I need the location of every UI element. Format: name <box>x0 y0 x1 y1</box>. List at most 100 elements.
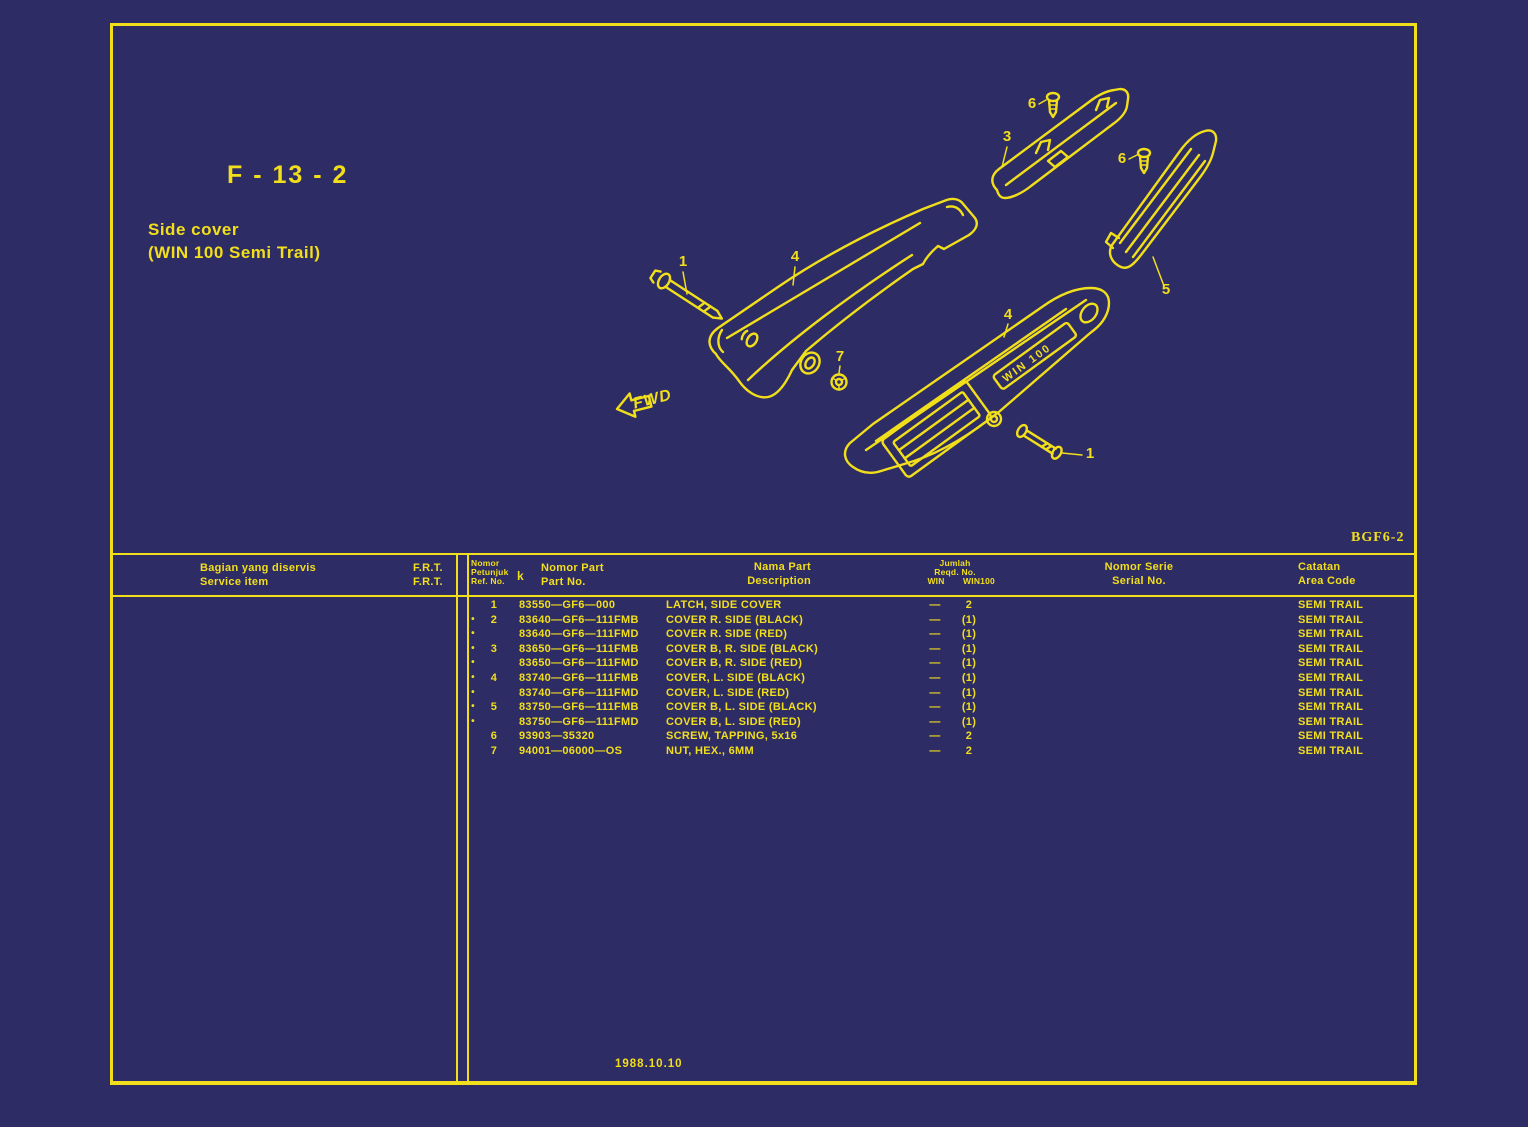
ref-no-cell: 2 <box>490 613 498 626</box>
header-part-en: Part No. <box>541 576 586 588</box>
interchange-mark: • <box>471 657 475 669</box>
header-ref-id2: Petunjuk <box>471 567 509 577</box>
table-body: 1 83550—GF6—000 LATCH, SIDE COVER — 2 SE… <box>113 599 1414 760</box>
qty-win-cell: — <box>929 715 941 728</box>
table-row: • 83750—GF6—111FMD COVER B, L. SIDE (RED… <box>113 716 1414 731</box>
qty-win100-cell: (1) <box>961 628 977 641</box>
page-subtitle: (WIN 100 Semi Trail) <box>148 243 321 262</box>
table-row: 7 94001—06000—OS NUT, HEX., 6MM — 2 SEMI… <box>113 745 1414 760</box>
qty-win-cell: — <box>929 642 941 655</box>
description-cell: LATCH, SIDE COVER <box>666 599 782 611</box>
part-no-cell: 94001—06000—OS <box>519 744 623 757</box>
qty-win-cell: — <box>929 613 941 626</box>
interchange-mark: • <box>471 715 475 727</box>
table-row: • 83640—GF6—111FMD COVER R. SIDE (RED) —… <box>113 628 1414 643</box>
header-ref-id1: Nomor <box>471 558 500 568</box>
description-cell: COVER B, L. SIDE (RED) <box>666 715 801 728</box>
qty-win-cell: — <box>929 628 941 641</box>
column-divider <box>456 555 469 1083</box>
qty-win-cell: — <box>929 671 941 684</box>
part-no-cell: 83650—GF6—111FMD <box>519 657 639 670</box>
description-cell: COVER B, L. SIDE (BLACK) <box>666 701 817 714</box>
interchange-mark: • <box>471 642 475 654</box>
area-code-cell: SEMI TRAIL <box>1298 715 1364 728</box>
part-no-cell: 83550—GF6—000 <box>519 599 616 611</box>
qty-win100-cell: (1) <box>961 686 977 699</box>
part-no-cell: 93903—35320 <box>519 730 595 743</box>
description-cell: COVER, L. SIDE (BLACK) <box>666 671 806 684</box>
header-ref-en: Ref. No. <box>471 576 505 586</box>
header-serial-en: Serial No. <box>1112 575 1166 587</box>
qty-win100-cell: (1) <box>961 715 977 728</box>
part-no-cell: 83740—GF6—111FMD <box>519 686 639 699</box>
header-qty-col-win: WIN <box>927 576 945 586</box>
figure-code: F - 13 - 2 <box>227 161 349 189</box>
part-no-cell: 83740—GF6—111FMB <box>519 671 639 684</box>
ref-no-cell: 7 <box>490 744 498 757</box>
qty-win-cell: — <box>929 701 941 714</box>
part-no-cell: 83640—GF6—111FMD <box>519 628 639 641</box>
part-no-cell: 83750—GF6—111FMB <box>519 701 639 714</box>
qty-win100-cell: 2 <box>965 744 973 757</box>
qty-win100-cell: (1) <box>961 642 977 655</box>
header-name-en: Description <box>747 575 811 587</box>
description-cell: SCREW, TAPPING, 5x16 <box>666 730 798 743</box>
ref-no-cell: 4 <box>490 671 498 684</box>
qty-win-cell: — <box>929 686 941 699</box>
ref-no-cell: 5 <box>490 701 498 714</box>
header-frt-1: F.R.T. <box>413 562 443 574</box>
area-code-cell: SEMI TRAIL <box>1298 744 1364 757</box>
description-cell: COVER B, R. SIDE (RED) <box>666 657 803 670</box>
area-code-cell: SEMI TRAIL <box>1298 730 1364 743</box>
qty-win100-cell: 2 <box>965 730 973 743</box>
table-row: • 3 83650—GF6—111FMB COVER B, R. SIDE (B… <box>113 643 1414 658</box>
description-cell: COVER R. SIDE (BLACK) <box>666 613 804 626</box>
qty-win100-cell: (1) <box>961 701 977 714</box>
table-row: • 83650—GF6—111FMD COVER B, R. SIDE (RED… <box>113 657 1414 672</box>
parts-table: Bagian yang diservis Service item F.R.T.… <box>113 553 1414 1083</box>
area-code-cell: SEMI TRAIL <box>1298 613 1364 626</box>
header-part-id: Nomor Part <box>541 562 604 574</box>
table-row: • 83740—GF6—111FMD COVER, L. SIDE (RED) … <box>113 687 1414 702</box>
header-qty-id: Jumlah <box>939 558 971 568</box>
area-code-cell: SEMI TRAIL <box>1298 642 1364 655</box>
qty-win-cell: — <box>929 730 941 743</box>
area-code-cell: SEMI TRAIL <box>1298 701 1364 714</box>
ref-no-cell: 6 <box>490 730 498 743</box>
qty-win100-cell: (1) <box>961 613 977 626</box>
table-row: 1 83550—GF6—000 LATCH, SIDE COVER — 2 SE… <box>113 599 1414 614</box>
header-name-id: Nama Part <box>753 561 811 573</box>
page-title: Side cover <box>148 220 239 239</box>
qty-win-cell: — <box>929 657 941 670</box>
description-cell: COVER, L. SIDE (RED) <box>666 686 790 699</box>
doc-ref-code: BGF6-2 <box>1351 530 1405 545</box>
area-code-cell: SEMI TRAIL <box>1298 686 1364 699</box>
header-stray-mark: k <box>517 569 524 583</box>
header-qty-en: Reqd. No. <box>934 567 976 577</box>
qty-win100-cell: (1) <box>961 657 977 670</box>
qty-win100-cell: 2 <box>965 599 973 611</box>
header-note-id: Catatan <box>1298 561 1341 573</box>
area-code-cell: SEMI TRAIL <box>1298 628 1364 641</box>
part-no-cell: 83640—GF6—111FMB <box>519 613 639 626</box>
description-cell: COVER R. SIDE (RED) <box>666 628 788 641</box>
qty-win-cell: — <box>929 599 941 611</box>
header-service-item-id: Bagian yang diservis <box>200 562 317 574</box>
interchange-mark: • <box>471 613 475 625</box>
header-note-en: Area Code <box>1298 575 1356 587</box>
header-service-item-en: Service item <box>200 576 269 588</box>
header-frt-2: F.R.T. <box>413 576 443 588</box>
qty-win100-cell: (1) <box>961 671 977 684</box>
ref-no-cell: 3 <box>490 642 498 655</box>
interchange-mark: • <box>471 628 475 640</box>
header-serial-id: Nomor Serie <box>1104 561 1174 573</box>
print-date: 1988.10.10 <box>615 1058 683 1070</box>
page-frame: F - 13 - 2 Side cover (WIN 100 Semi Trai… <box>110 23 1417 1085</box>
part-no-cell: 83750—GF6—111FMD <box>519 715 639 728</box>
description-cell: NUT, HEX., 6MM <box>666 744 754 757</box>
table-row: • 4 83740—GF6—111FMB COVER, L. SIDE (BLA… <box>113 672 1414 687</box>
qty-win-cell: — <box>929 744 941 757</box>
interchange-mark: • <box>471 701 475 713</box>
interchange-mark: • <box>471 686 475 698</box>
